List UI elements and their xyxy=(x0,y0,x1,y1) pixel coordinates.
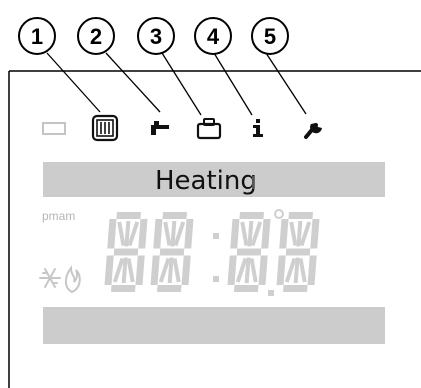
callout-number: 5 xyxy=(264,24,276,49)
status-bar-text: Heating xyxy=(155,166,257,196)
callout-number: 3 xyxy=(150,24,162,49)
callout-number: 4 xyxy=(207,24,220,49)
time-colon xyxy=(213,233,219,282)
callout-2: 2 xyxy=(77,17,115,55)
callout-number: 2 xyxy=(90,24,102,49)
briefcase-icon xyxy=(196,118,222,140)
tap-icon xyxy=(151,121,169,135)
flame-icon xyxy=(64,265,81,294)
lower-bar xyxy=(43,307,385,344)
decimal-point xyxy=(268,290,274,296)
radiator-icon xyxy=(91,114,119,142)
battery-icon xyxy=(42,122,66,135)
callout-4: 4 xyxy=(194,17,232,55)
callout-number: 1 xyxy=(31,24,43,49)
info-icon xyxy=(253,119,263,137)
status-bar-cursor xyxy=(252,176,254,189)
leader-5 xyxy=(265,52,307,115)
degree-symbol xyxy=(274,209,284,219)
leader-1 xyxy=(46,52,101,113)
wrench-icon xyxy=(304,123,322,139)
digit-4 xyxy=(276,212,320,292)
display-frame xyxy=(8,70,421,388)
snowflake-icon xyxy=(39,268,61,288)
digit-1 xyxy=(104,212,148,292)
callout-3: 3 xyxy=(137,17,175,55)
status-bar xyxy=(43,162,385,197)
leader-3 xyxy=(161,52,202,116)
callout-leaders xyxy=(46,52,307,116)
digit-3 xyxy=(227,212,271,292)
leader-2 xyxy=(105,52,161,113)
callout-5: 5 xyxy=(251,17,289,55)
digit-2 xyxy=(150,212,194,292)
callout-1: 1 xyxy=(18,17,56,55)
ampm-label: pmam xyxy=(42,209,75,223)
digit-display xyxy=(104,212,320,292)
leader-4 xyxy=(213,52,253,116)
